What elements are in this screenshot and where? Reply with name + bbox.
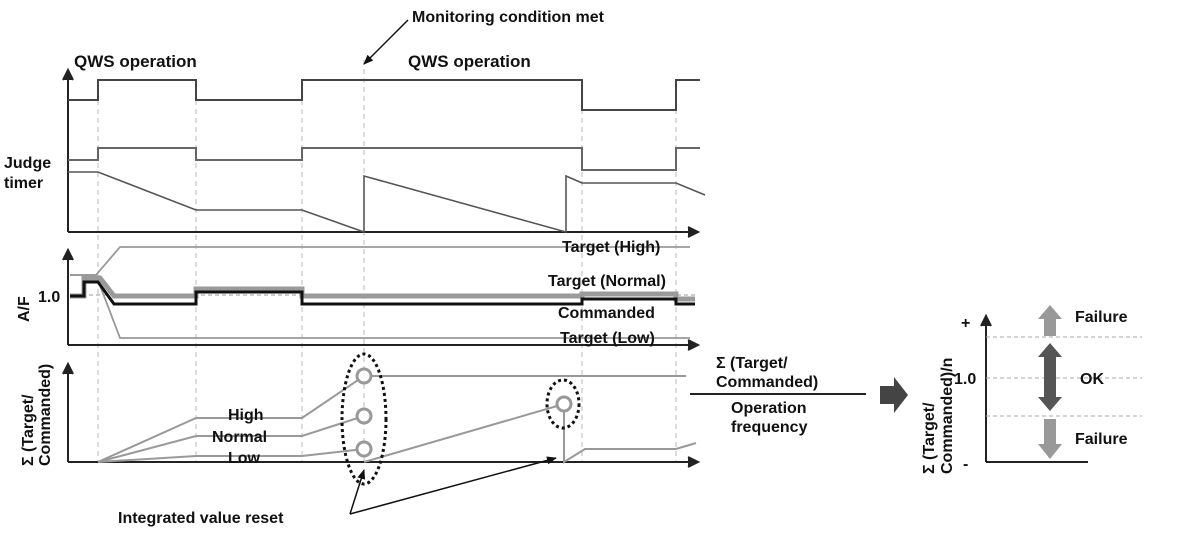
marker-circle-normal xyxy=(355,407,373,425)
judgement-axes xyxy=(980,313,1088,463)
judgement-axis-label: Σ (Target/ Commanded)/n xyxy=(921,358,956,474)
commanded-line xyxy=(70,280,695,306)
result-arrow-icon xyxy=(880,377,908,413)
af-panel-axes xyxy=(62,247,701,351)
af-one-label: 1.0 xyxy=(38,289,60,306)
commanded-label: Commanded xyxy=(558,305,655,322)
fraction-denominator-1: Operation xyxy=(731,400,807,417)
target-high-label: Target (High) xyxy=(562,239,660,256)
reset-highlight-ellipse xyxy=(340,352,388,486)
sum-high-line xyxy=(97,375,686,463)
ok-double-arrow-icon xyxy=(1038,343,1062,411)
sigma-axis-line2: Commanded) xyxy=(37,364,54,466)
qws-operation-right-label: QWS operation xyxy=(408,52,531,71)
integrated-reset-label: Integrated value reset xyxy=(118,510,284,527)
dashed-guides xyxy=(97,60,677,462)
high-label: High xyxy=(228,407,264,424)
fraction-numerator-2: Commanded) xyxy=(716,374,818,391)
af-axis-label: A/F xyxy=(16,296,33,322)
sum-normal-line xyxy=(97,415,365,463)
second-highlight-ellipse xyxy=(545,378,581,430)
sum-low-line xyxy=(97,448,365,463)
marker-circle-second xyxy=(555,395,573,413)
marker-circle-low xyxy=(355,440,373,458)
target-low-line xyxy=(70,274,690,339)
judgement-guides xyxy=(986,336,1142,417)
judge-label: Judge xyxy=(4,155,51,172)
reset-arrow-right xyxy=(349,456,557,515)
qws-signal-line xyxy=(68,79,700,111)
target-low-label: Target (Low) xyxy=(560,330,655,347)
judgement-one-label: 1.0 xyxy=(954,371,976,388)
fraction-denominator-2: frequency xyxy=(731,419,808,436)
sum-panel-axes xyxy=(62,361,701,468)
target-normal-line xyxy=(70,275,695,302)
qws-operation-left-label: QWS operation xyxy=(74,52,197,71)
reset-arrow-left xyxy=(349,469,366,515)
ok-label: OK xyxy=(1080,371,1104,388)
monitoring-label: Monitoring condition met xyxy=(412,9,605,26)
target-normal-label: Target (Normal) xyxy=(548,273,666,290)
failure-down-arrow-icon xyxy=(1038,419,1062,459)
plus-label: + xyxy=(961,315,970,332)
timer-label: timer xyxy=(4,175,43,192)
minus-label: - xyxy=(963,456,968,473)
monitoring-arrow xyxy=(363,19,409,65)
top-panel-axes xyxy=(62,67,701,238)
failure-top-label: Failure xyxy=(1075,309,1128,326)
sum-post-reset-line xyxy=(363,402,697,464)
sigma-axis-label: Σ (Target/ Commanded) xyxy=(20,364,54,466)
second-signal-line xyxy=(68,147,700,171)
low-label: Low xyxy=(228,450,261,467)
judgement-axis-line2: Commanded)/n xyxy=(939,358,956,474)
fraction-numerator-1: Σ (Target/ xyxy=(716,355,788,372)
judge-timer-line xyxy=(68,171,706,234)
normal-label: Normal xyxy=(212,429,267,446)
failure-up-arrow-icon xyxy=(1038,305,1062,336)
marker-circle-high xyxy=(355,367,373,385)
judgement-axis-line1: Σ (Target/ xyxy=(921,402,938,474)
failure-bottom-label: Failure xyxy=(1075,431,1128,448)
sigma-axis-line1: Σ (Target/ xyxy=(20,394,37,466)
